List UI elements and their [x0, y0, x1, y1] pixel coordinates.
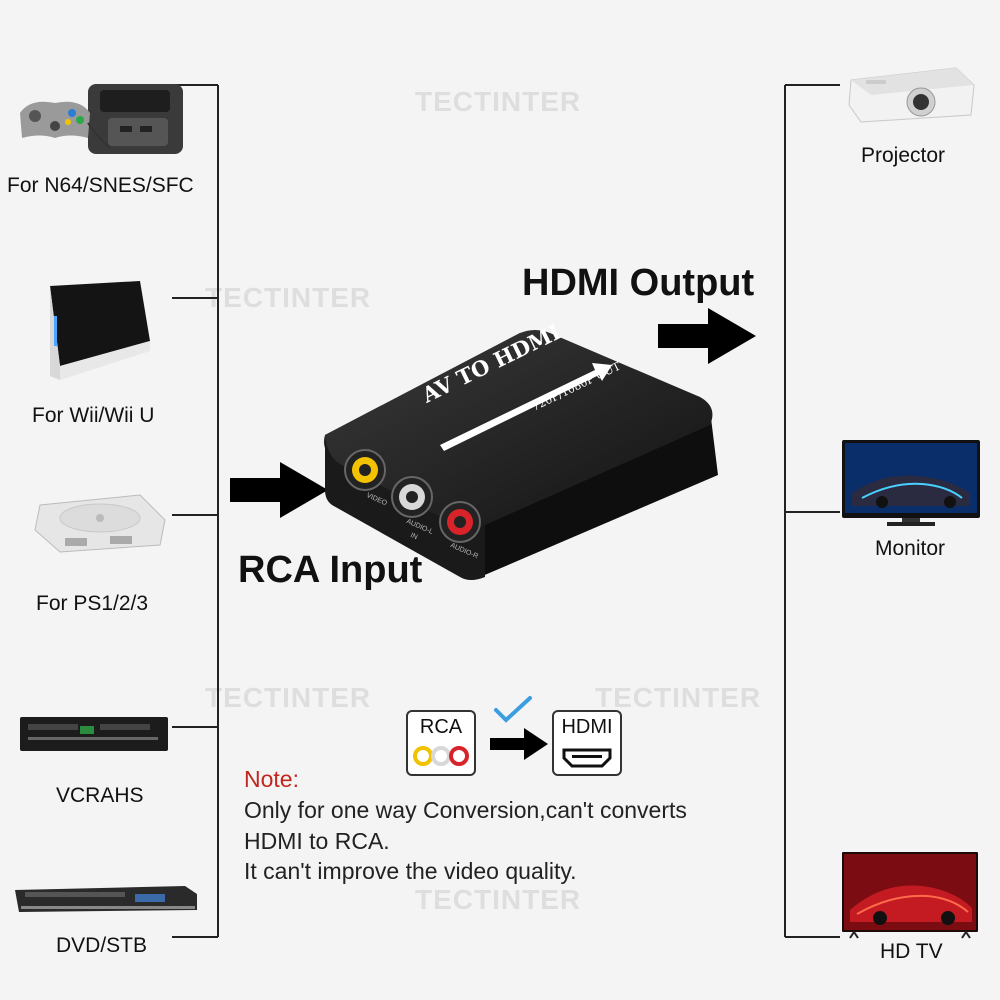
output-label: Projector	[861, 144, 946, 167]
rca-input-heading: RCA Input	[238, 549, 423, 591]
note-line: HDMI to RCA.	[244, 828, 390, 854]
rca-plugs-icon	[413, 746, 469, 766]
note-line: It can't improve the video quality.	[244, 858, 577, 884]
av-to-hdmi-converter	[323, 330, 718, 580]
hdmi-plug-icon	[562, 748, 612, 768]
watermark: TECTINTER	[205, 282, 372, 313]
hdmi-connector-label: HDMI	[561, 716, 613, 738]
conversion-arrow-icon	[490, 728, 548, 760]
dvd-player-icon	[15, 886, 197, 912]
note-title: Note:	[244, 766, 299, 792]
source-label: For PS1/2/3	[36, 592, 149, 615]
source-label: For Wii/Wii U	[32, 404, 155, 427]
hd-tv-icon	[842, 852, 978, 939]
hdmi-output-heading: HDMI Output	[522, 262, 755, 304]
hdmi-connector-icon: HDMI	[552, 710, 622, 776]
rca-connector-icon: RCA	[406, 710, 476, 776]
vcr-player-icon	[20, 717, 168, 751]
n64-console-icon	[20, 84, 183, 154]
source-label: For N64/SNES/SFC	[7, 174, 194, 197]
rca-connector-label: RCA	[419, 716, 463, 738]
ps1-console-icon	[34, 494, 166, 553]
input-arrow-icon	[230, 462, 328, 518]
output-label: HD TV	[880, 940, 943, 963]
output-arrow-icon	[658, 308, 756, 364]
watermark: TECTINTER	[415, 884, 582, 915]
source-label: VCRAHS	[56, 784, 144, 807]
source-label: DVD/STB	[56, 934, 148, 957]
watermark: TECTINTER	[205, 682, 372, 713]
watermark: TECTINTER	[595, 682, 762, 713]
checkmark-icon	[494, 696, 532, 723]
wii-console-icon	[50, 281, 150, 380]
watermark: TECTINTER	[415, 86, 582, 117]
note-line: Only for one way Conversion,can't conver…	[244, 797, 687, 823]
output-label: Monitor	[875, 537, 946, 560]
projector-icon	[848, 67, 975, 123]
monitor-icon	[842, 440, 980, 526]
